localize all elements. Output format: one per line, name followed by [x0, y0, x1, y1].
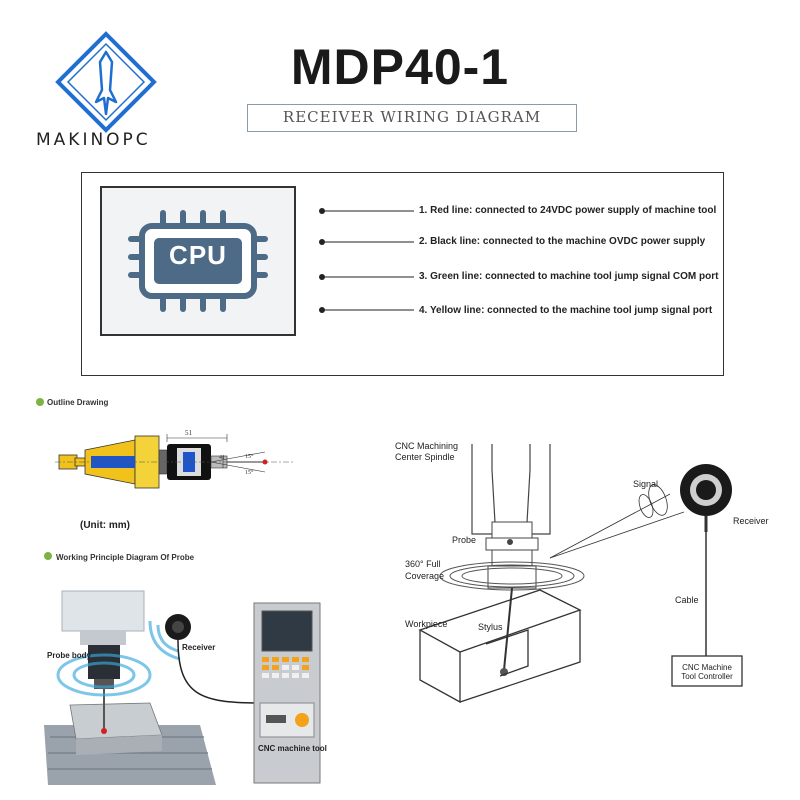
subtitle-frame [247, 104, 577, 132]
wiring-leader-lines [319, 208, 414, 313]
outline-drawing [55, 434, 293, 489]
wiring-line-4: 4. Yellow line: connected to the machine… [419, 305, 713, 316]
cnc-machine-label: CNC machine tool [258, 744, 327, 753]
angle-bottom: 15° [245, 470, 254, 476]
wiring-diagram-panel [81, 172, 724, 376]
receiver-label-small: Receiver [182, 643, 216, 652]
section-bullet-icon [44, 552, 52, 560]
coverage-label-1: 360° Full [405, 559, 441, 569]
outline-title: Outline Drawing [47, 398, 109, 407]
cpu-label: CPU [169, 240, 227, 270]
wiring-line-3: 3. Green line: connected to machine tool… [419, 271, 719, 282]
probe-body-label: Probe body [47, 651, 92, 660]
dimension-height: 41 [219, 455, 225, 461]
spindle-label-1: CNC Machining [395, 441, 459, 451]
spindle-label-2: Center Spindle [395, 452, 455, 462]
workpiece-label: Workpiece [405, 619, 448, 629]
signal-label: Signal [633, 479, 659, 489]
principle-title: Working Principle Diagram Of Probe [56, 553, 195, 562]
controller-label: CNC Machine Tool Controller [672, 663, 742, 681]
section-bullet-icon [36, 398, 44, 406]
makinopc-logo [55, 31, 157, 133]
cpu-icon [128, 210, 268, 312]
probe-label: Probe [452, 535, 477, 545]
probe-schematic [418, 444, 743, 704]
wiring-line-1: 1. Red line: connected to 24VDC power su… [419, 205, 717, 216]
coverage-label-2: Coverage [405, 571, 445, 581]
wiring-line-2: 2. Black line: connected to the machine … [419, 236, 706, 247]
page-subtitle: RECEIVER WIRING DIAGRAM [282, 108, 542, 126]
dimension-length: 51 [185, 429, 192, 437]
cable-label: Cable [675, 595, 699, 605]
controller-label-2: Tool Controller [681, 672, 733, 681]
page-title: MDP40-1 [290, 39, 510, 95]
angle-top: 15° [245, 454, 254, 460]
brand-name: MAKINOPC [36, 130, 151, 150]
working-principle-illustration [44, 590, 321, 785]
controller-label-1: CNC Machine [682, 663, 732, 672]
receiver-label: Receiver [733, 516, 769, 526]
stylus-label: Stylus [478, 622, 503, 632]
unit-label: (Unit: mm) [80, 520, 130, 531]
